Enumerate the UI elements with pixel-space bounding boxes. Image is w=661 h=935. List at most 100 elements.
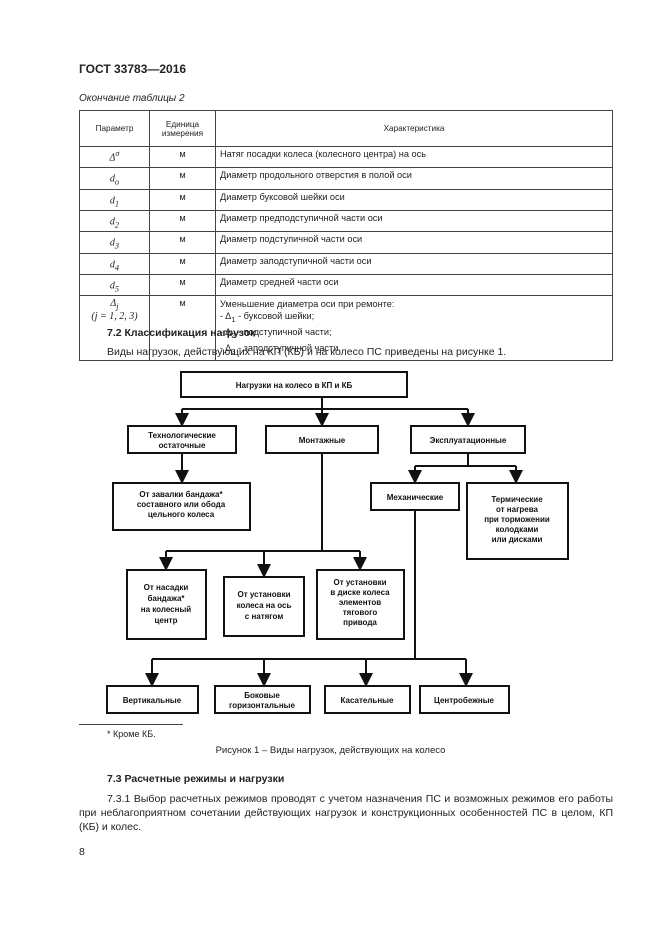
- section-7-2-title: 7.2 Классификация нагрузок: [107, 327, 256, 339]
- param-symbol: d: [109, 216, 115, 228]
- param-cell: do: [79, 167, 150, 190]
- table-row: Δj (j = 1, 2, 3) м Уменьшение диаметра о…: [79, 295, 613, 361]
- label-tire-3: цельного колеса: [148, 510, 215, 519]
- box-operational: [410, 425, 526, 454]
- param-cell: d3: [79, 231, 150, 254]
- box-mounting: [265, 425, 379, 454]
- param-cell: Δj (j = 1, 2, 3): [79, 295, 150, 361]
- description-cell: Натяг посадки колеса (колесного центра) …: [215, 145, 613, 169]
- label-tire-2: составного или обода: [137, 500, 226, 509]
- param-cell: d5: [79, 273, 150, 297]
- connector-lines: [145, 397, 523, 687]
- box-axle: [223, 576, 305, 637]
- param-symbol: Δ: [109, 152, 116, 164]
- column-header-unit: Единица измерения: [149, 110, 216, 147]
- param-subscript: o: [114, 177, 120, 187]
- label-tire-1: От завалки бандажа*: [139, 490, 223, 499]
- description-item: - Δ3 - заподступичной части.: [220, 342, 608, 358]
- param-symbol: Δ: [110, 298, 117, 310]
- loads-diagram: Нагрузки на колесо в КП и КБ Технологиче…: [106, 371, 569, 714]
- param-symbol: d: [109, 173, 115, 185]
- item-prefix: - Δ: [220, 342, 232, 353]
- box-technological: [127, 425, 237, 454]
- param-cell: d2: [79, 209, 150, 233]
- box-thermal: [466, 482, 569, 560]
- label-centrifugal: Центробежные: [434, 696, 495, 705]
- param-subscript: 4: [114, 262, 120, 272]
- label-press-2: бандажа*: [147, 594, 185, 603]
- unit-cell: м: [149, 188, 216, 211]
- label-drive-5: привода: [343, 618, 377, 627]
- param-subscript: j: [116, 302, 119, 312]
- column-header-parameter: Параметр: [79, 110, 150, 147]
- param-symbol: d: [109, 280, 115, 292]
- box-centrifugal: [419, 685, 510, 714]
- param-subscript: 3: [114, 241, 120, 251]
- page-number: 8: [79, 846, 85, 858]
- footnote: * Кроме КБ.: [107, 729, 156, 739]
- label-drive-3: элементов: [339, 598, 381, 607]
- description-cell: Диаметр средней части оси: [215, 273, 613, 297]
- unit-cell: м: [149, 167, 216, 190]
- label-press-4: центр: [154, 616, 177, 625]
- diagram-labels: Нагрузки на колесо в КП и КБ Технологиче…: [123, 381, 550, 710]
- description-cell: Уменьшение диаметра оси при ремонте: - Δ…: [215, 295, 613, 361]
- item-subscript: 3: [231, 346, 236, 356]
- label-drive-2: в диске колеса: [330, 588, 390, 597]
- label-press-1: От насадки: [144, 583, 189, 592]
- box-drive: [316, 569, 405, 640]
- label-tech-2: остаточные: [159, 441, 206, 450]
- label-drive-1: От установки: [334, 578, 387, 587]
- param-superscript: σ: [115, 149, 120, 158]
- table-last-row-group: Δj (j = 1, 2, 3) м Уменьшение диаметра о…: [79, 295, 613, 361]
- column-header-unit-line1: Единица: [165, 119, 200, 129]
- description-item: - Δ1 - буксовой шейки;: [220, 310, 608, 326]
- section-7-2-intro: Виды нагрузок, действующих на КП (КБ) и …: [107, 346, 507, 358]
- label-drive-4: тягового: [343, 608, 378, 617]
- box-tire: [112, 482, 251, 531]
- label-axle-3: с натягом: [245, 612, 284, 621]
- param-symbol: d: [109, 194, 115, 206]
- item-text: - буксовой шейки;: [235, 311, 315, 322]
- param-subscript: 5: [114, 284, 120, 294]
- item-text: - подступичной части;: [235, 327, 332, 338]
- description-cell: Диаметр буксовой шейки оси: [215, 188, 613, 211]
- label-mounting: Монтажные: [299, 436, 346, 445]
- item-subscript: 1: [231, 315, 236, 325]
- item-prefix: - Δ: [220, 327, 232, 338]
- item-subscript: 2: [231, 330, 236, 340]
- label-press-3: на колесный: [141, 605, 192, 614]
- param-cell: d1: [79, 188, 150, 211]
- column-header-description: Характеристика: [215, 110, 613, 147]
- description-title: Уменьшение диаметра оси при ремонте:: [220, 299, 395, 310]
- label-tangential: Касательные: [341, 696, 394, 705]
- param-symbol: d: [109, 258, 115, 270]
- parameters-table: Параметр Единица измерения Характеристик…: [79, 110, 613, 361]
- box-vertical: [106, 685, 199, 714]
- section-7-3-title: 7.3 Расчетные режимы и нагрузки: [107, 773, 285, 785]
- param-cell: Δσ: [79, 145, 150, 169]
- box-tangential: [324, 685, 411, 714]
- label-operational: Эксплуатационные: [430, 436, 507, 445]
- description-item: - Δ2 - подступичной части;: [220, 326, 608, 342]
- figure-caption: Рисунок 1 – Виды нагрузок, действующих н…: [215, 745, 446, 756]
- label-axle-1: От установки: [238, 590, 291, 599]
- label-lateral-2: горизонтальные: [229, 701, 295, 710]
- table-caption: Окончание таблицы 2: [79, 93, 185, 104]
- label-thermal-3: при торможении: [484, 515, 550, 524]
- diagram-boxes: [106, 371, 569, 714]
- label-root: Нагрузки на колесо в КП и КБ: [236, 381, 353, 390]
- column-header-unit-line2: измерения: [161, 128, 204, 138]
- label-thermal-5: или дисками: [492, 535, 543, 544]
- param-subscript: 1: [114, 198, 120, 208]
- unit-cell: м: [149, 209, 216, 233]
- box-root: [180, 371, 408, 398]
- description-cell: Диаметр продольного отверстия в полой ос…: [215, 167, 613, 190]
- label-axle-2: колеса на ось: [237, 601, 292, 610]
- box-mechanical: [370, 482, 460, 511]
